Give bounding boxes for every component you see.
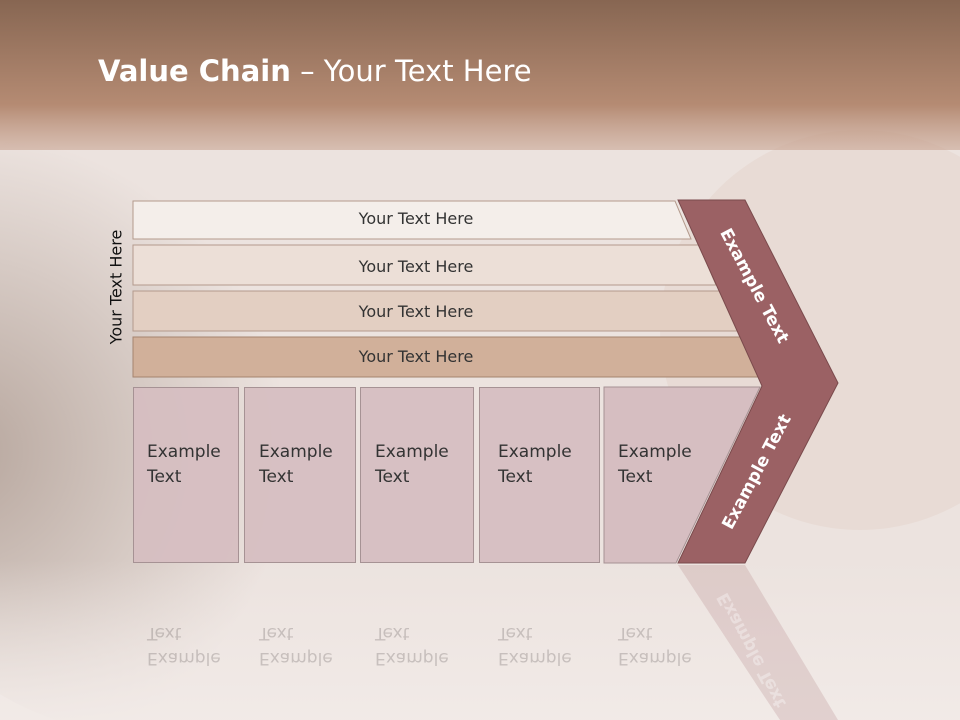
activity-box-3: [360, 387, 474, 563]
box-5-arrowed: [603, 386, 761, 564]
activity-box-1: [133, 387, 239, 563]
row-label-2: Your Text Here: [358, 257, 474, 276]
row-label-4: Your Text Here: [358, 347, 474, 366]
chevron-reflection: [678, 565, 838, 720]
row-label-3: Your Text Here: [358, 302, 474, 321]
activity-box-4: [479, 387, 600, 563]
title-bold: Value Chain: [98, 54, 291, 88]
activity-box-2: [244, 387, 356, 563]
slide-title: Value Chain – Your Text Here: [98, 54, 532, 88]
row-label-1: Your Text Here: [358, 209, 474, 228]
title-rest: – Your Text Here: [290, 54, 532, 88]
chevron-shape: [677, 199, 839, 564]
row-bar-1: [132, 200, 692, 240]
